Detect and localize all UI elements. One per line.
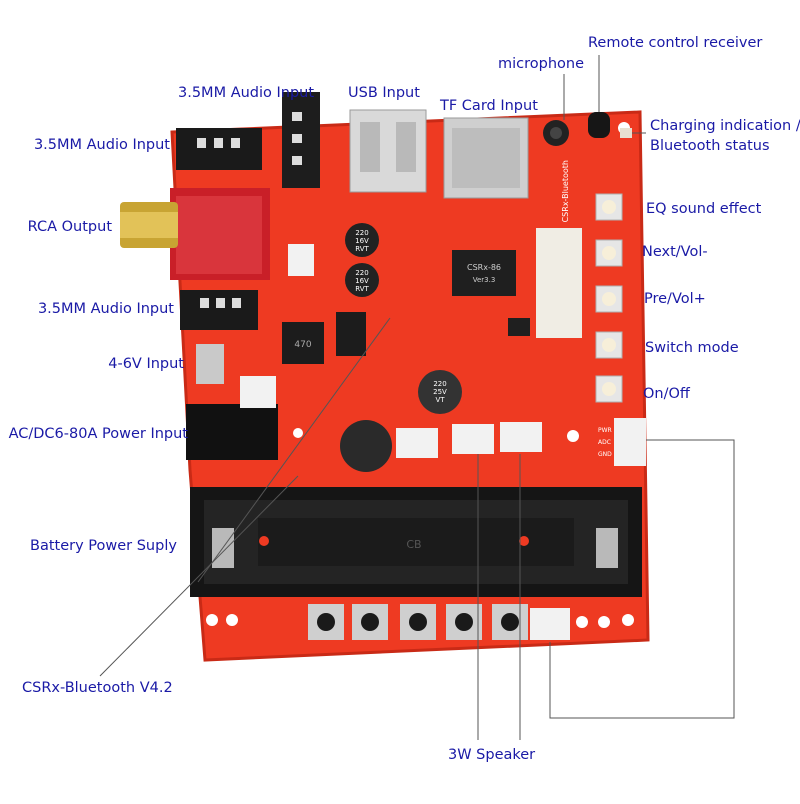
capacitor-2 bbox=[345, 263, 379, 297]
micro-usb-4-6v bbox=[196, 344, 224, 384]
label-switch-mode: Switch mode bbox=[645, 340, 739, 356]
capacitor-3 bbox=[418, 370, 462, 414]
label-microphone: microphone bbox=[498, 56, 585, 72]
leader-lines bbox=[99, 55, 735, 740]
inductor bbox=[282, 322, 324, 364]
pad-label-gnd: GND bbox=[598, 451, 612, 458]
jst-connector bbox=[240, 376, 276, 408]
label-charging-indication: Charging indication / bbox=[650, 118, 800, 134]
inductor-marking: 470 bbox=[294, 340, 311, 350]
audio-jack-mid bbox=[180, 290, 258, 330]
pad-label-adc: ADC bbox=[598, 439, 611, 446]
side-buttons bbox=[595, 193, 623, 403]
cap2-line2: 16V bbox=[355, 277, 369, 285]
cap3-line2: 25V bbox=[433, 388, 447, 396]
ir-receiver bbox=[588, 112, 610, 138]
cap2-line1: 220 bbox=[355, 269, 368, 277]
speaker-connector bbox=[452, 424, 494, 454]
jst-connector bbox=[396, 428, 438, 458]
chip-version: Ver3.3 bbox=[473, 276, 496, 284]
label-dc-input: 4-6V Input bbox=[108, 356, 184, 372]
label-power-input: AC/DC6-80A Power Input bbox=[8, 426, 188, 442]
adc-connector bbox=[614, 418, 646, 466]
bottom-connector bbox=[530, 608, 570, 640]
cap3-line3: VT bbox=[435, 396, 445, 404]
label-speaker: 3W Speaker bbox=[448, 747, 536, 763]
label-eq: EQ sound effect bbox=[646, 201, 762, 217]
label-audio-input-top: 3.5MM Audio Input bbox=[178, 85, 315, 101]
label-prev: Pre/Vol+ bbox=[644, 291, 706, 307]
jst-connector bbox=[288, 244, 314, 276]
battery-holder-marking: CB bbox=[406, 538, 421, 551]
label-remote-receiver: Remote control receiver bbox=[588, 35, 763, 51]
module-silkscreen: CSRx-Bluetooth bbox=[561, 160, 570, 222]
label-onoff: On/Off bbox=[643, 386, 690, 402]
label-audio-input-left: 3.5MM Audio Input bbox=[33, 137, 170, 153]
mount-hole bbox=[567, 430, 579, 442]
label-bluetooth-status: Bluetooth status bbox=[650, 138, 770, 154]
cap3-line1: 220 bbox=[433, 380, 446, 388]
status-led bbox=[620, 128, 632, 138]
capacitor-1 bbox=[345, 223, 379, 257]
capacitor-4 bbox=[340, 420, 392, 472]
speaker-connector bbox=[500, 422, 542, 452]
cap1-line1: 220 bbox=[355, 229, 368, 237]
label-battery: Battery Power Suply bbox=[30, 538, 177, 554]
label-tf-card-input: TF Card Input bbox=[440, 98, 538, 114]
label-audio-input-mid: 3.5MM Audio Input bbox=[37, 301, 174, 317]
pad-label-pwr: PWR bbox=[598, 427, 612, 434]
label-bluetooth: CSRx-Bluetooth V4.2 bbox=[22, 680, 173, 696]
bluetooth-module bbox=[536, 228, 582, 338]
audio-jack-left bbox=[176, 128, 262, 170]
label-usb-input: USB Input bbox=[348, 85, 420, 101]
bottom-buttons bbox=[308, 604, 528, 640]
dc-power-jack bbox=[186, 404, 278, 460]
cap2-line3: RVT bbox=[355, 285, 369, 293]
cap1-line2: 16V bbox=[355, 237, 369, 245]
chip-marking: CSRx-86 bbox=[467, 263, 501, 272]
mount-hole bbox=[293, 428, 303, 438]
main-chip bbox=[452, 250, 516, 296]
label-rca-output: RCA Output bbox=[27, 219, 112, 235]
label-next: Next/Vol- bbox=[642, 244, 708, 260]
cap1-line3: RVT bbox=[355, 245, 369, 253]
